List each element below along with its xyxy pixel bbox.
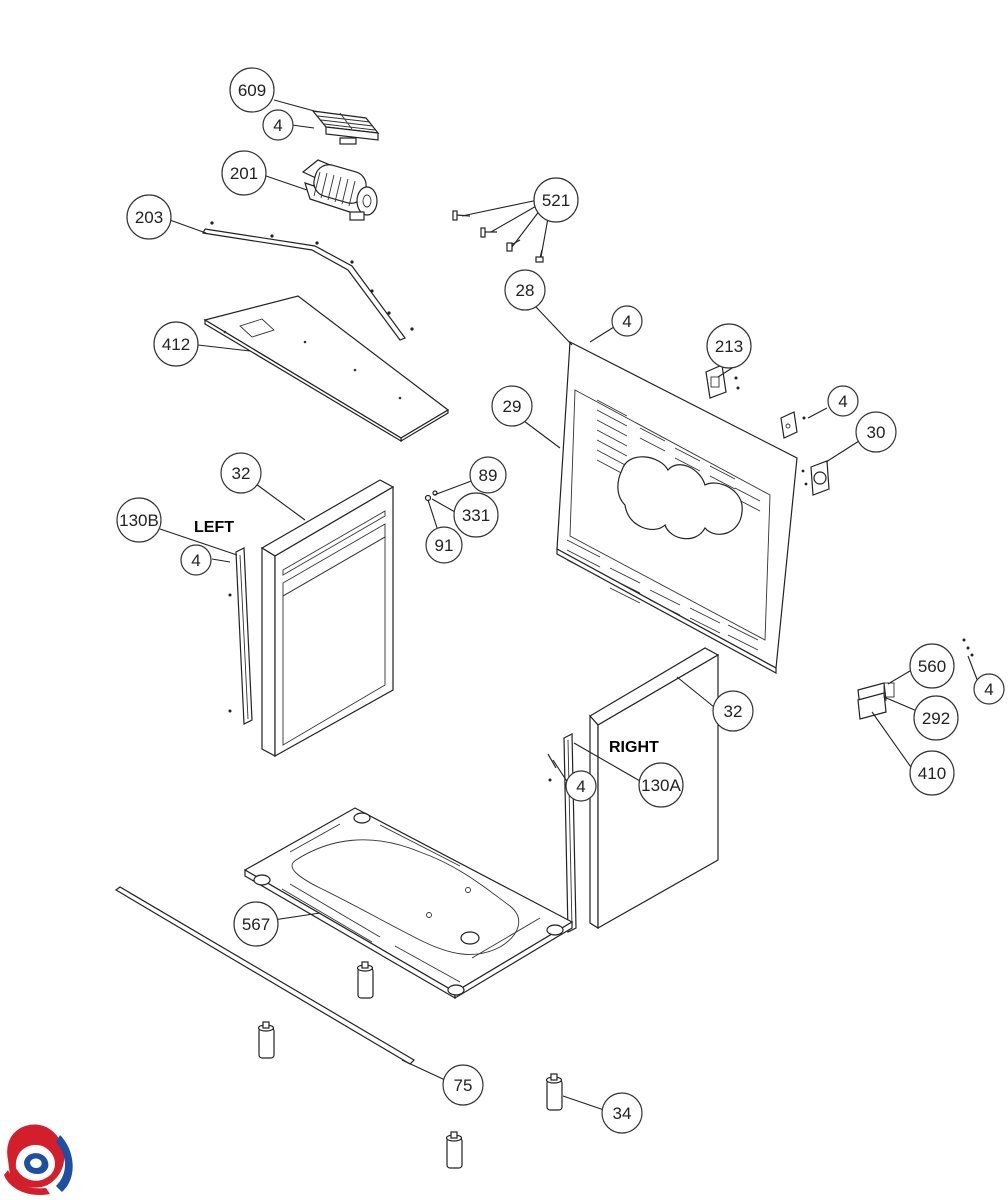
svg-text:89: 89: [479, 466, 498, 485]
callout-4-top: 4: [611, 305, 643, 337]
callout-91: 91: [425, 526, 463, 564]
callout-201: 201: [221, 150, 267, 196]
svg-text:32: 32: [232, 464, 251, 483]
callout-4-bracket: 4: [827, 385, 859, 417]
callout-130a: 130A: [638, 762, 684, 808]
svg-text:4: 4: [191, 551, 200, 570]
callout-410: 410: [909, 750, 955, 796]
svg-text:30: 30: [867, 423, 886, 442]
callout-30: 30: [855, 411, 897, 453]
screws-521-part: [452, 210, 544, 263]
svg-text:32: 32: [724, 702, 743, 721]
callout-4-right: 4: [565, 770, 597, 802]
svg-text:292: 292: [922, 709, 950, 728]
svg-text:410: 410: [918, 764, 946, 783]
svg-text:412: 412: [162, 335, 190, 354]
svg-text:213: 213: [715, 337, 743, 356]
vent-grille-part: [311, 110, 380, 145]
svg-text:4: 4: [984, 680, 993, 699]
callout-560: 560: [909, 643, 955, 689]
svg-text:331: 331: [462, 506, 490, 525]
callout-521: 521: [533, 177, 579, 223]
callout-412: 412: [153, 321, 199, 367]
svg-text:34: 34: [613, 1104, 632, 1123]
svg-text:521: 521: [542, 191, 570, 210]
right-side-label: RIGHT: [609, 739, 659, 756]
callout-4-right-edge: 4: [973, 673, 1005, 705]
callout-213: 213: [706, 323, 752, 369]
callout-89: 89: [469, 456, 507, 494]
thermostat-part: [705, 364, 740, 399]
bracket-rail-part: [202, 221, 414, 341]
svg-text:201: 201: [230, 164, 258, 183]
callout-32-left: 32: [220, 452, 262, 494]
brand-logo-icon: [4, 1124, 73, 1196]
trim-strip-part: [114, 886, 415, 1065]
callout-567: 567: [233, 901, 279, 947]
callout-29: 29: [491, 385, 533, 427]
svg-text:4: 4: [622, 312, 631, 331]
left-rail-130b-part: [228, 547, 253, 725]
callout-292: 292: [913, 695, 959, 741]
right-rail-130a-part: [547, 733, 577, 933]
svg-text:28: 28: [516, 281, 535, 300]
svg-text:4: 4: [273, 116, 282, 135]
svg-text:130B: 130B: [119, 511, 159, 530]
svg-text:560: 560: [918, 657, 946, 676]
hinge-bracket-part: [857, 638, 974, 720]
callout-203: 203: [126, 194, 172, 240]
svg-text:4: 4: [576, 777, 585, 796]
svg-text:609: 609: [238, 81, 266, 100]
callout-4-grille: 4: [262, 109, 294, 141]
callout-32-right: 32: [712, 690, 754, 732]
svg-text:130A: 130A: [641, 776, 681, 795]
svg-text:203: 203: [135, 208, 163, 227]
small-hardware-part: [424, 490, 438, 502]
svg-text:567: 567: [242, 915, 270, 934]
svg-text:91: 91: [435, 536, 454, 555]
callout-130b: 130B: [116, 497, 162, 543]
back-panel-part: [556, 341, 798, 675]
left-side-label: LEFT: [194, 519, 234, 536]
callout-34: 34: [601, 1092, 643, 1134]
blower-fan-part: [301, 159, 378, 221]
callout-331: 331: [453, 492, 499, 538]
small-bracket-part: [780, 411, 806, 439]
callout-4-left: 4: [180, 544, 212, 576]
callout-28: 28: [504, 269, 546, 311]
motor-part: [801, 460, 830, 496]
base-pan-part: [243, 807, 574, 1000]
callout-609: 609: [229, 67, 275, 113]
callout-75: 75: [442, 1064, 484, 1106]
leveling-legs-part: [257, 961, 563, 1169]
leader-lines: [159, 99, 979, 1111]
svg-text:75: 75: [454, 1076, 473, 1095]
svg-text:29: 29: [503, 397, 522, 416]
top-panel-part: [203, 295, 450, 443]
svg-text:4: 4: [838, 392, 847, 411]
left-side-frame-part: [260, 479, 395, 758]
